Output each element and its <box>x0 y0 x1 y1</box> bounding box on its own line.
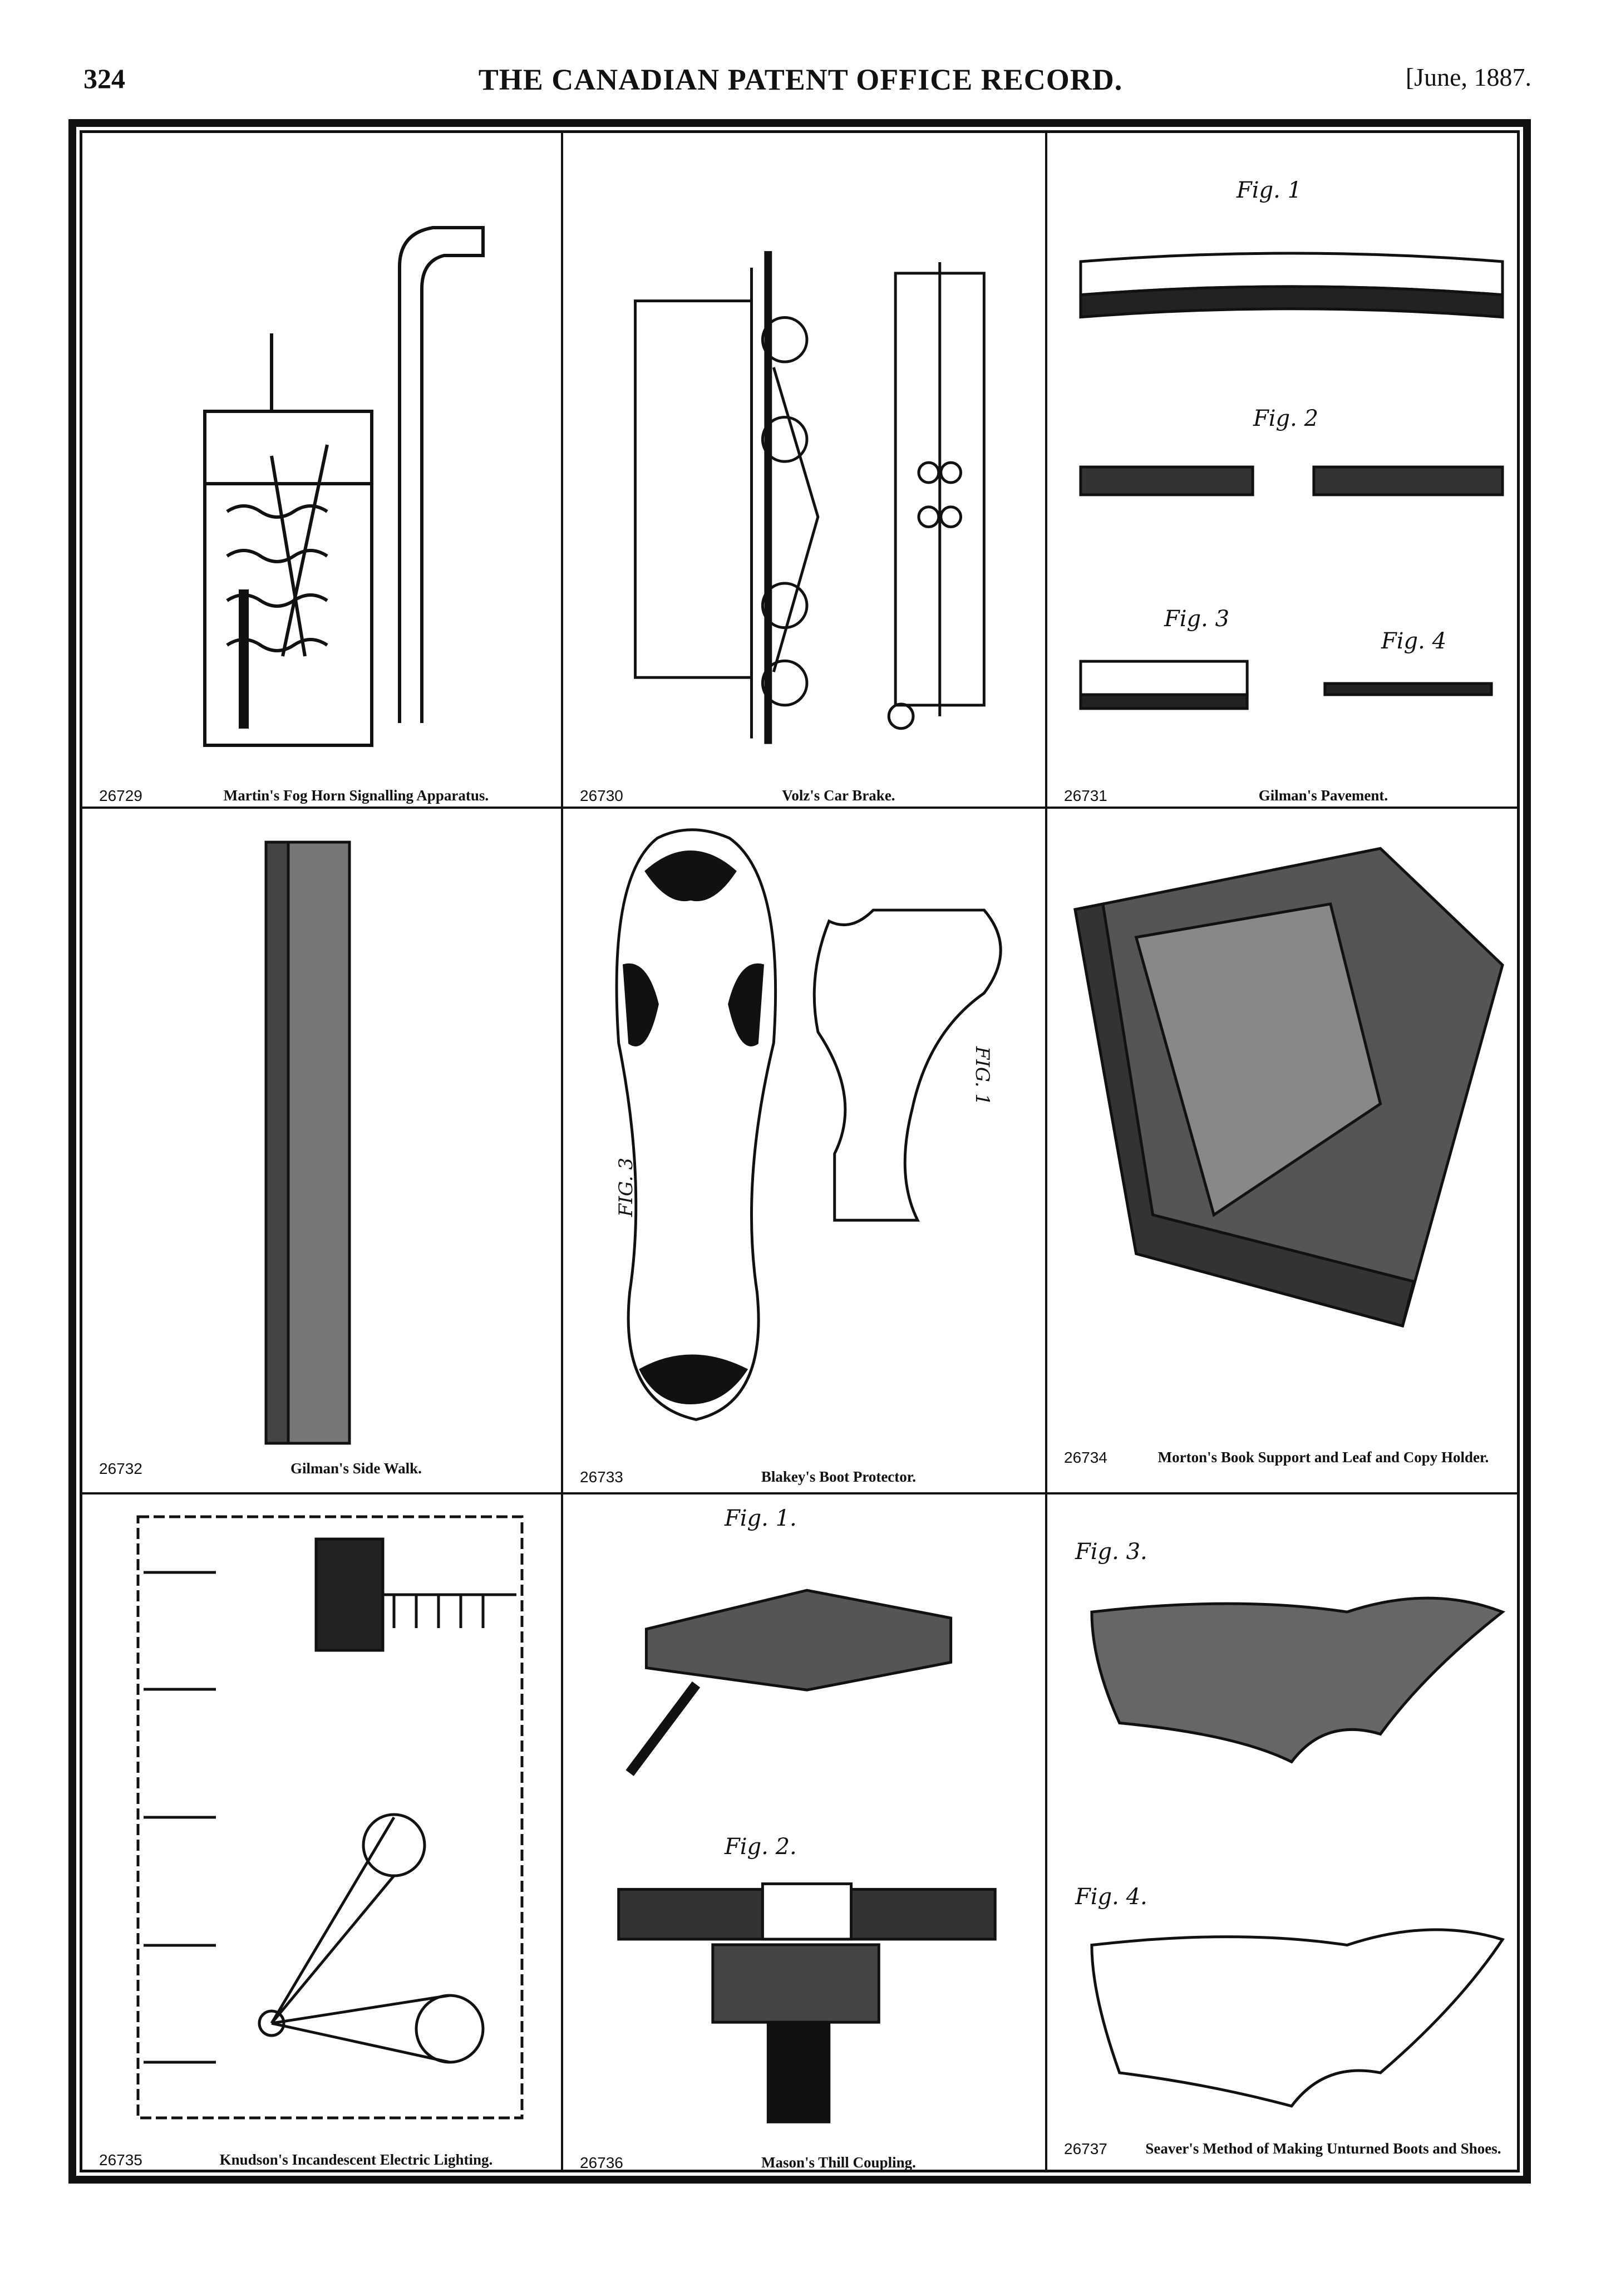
patent-grid-frame: 26729 Martin's Fog Horn Signalling Appara… <box>68 119 1531 2184</box>
patent-title: Blakey's Boot Protector. <box>761 1468 917 1485</box>
patent-cell-26729: 26729 Martin's Fog Horn Signalling Appara… <box>82 133 561 807</box>
patent-number: 26737 <box>1064 2140 1107 2157</box>
patent-title: Morton's Book Support and Leaf and Copy … <box>1157 1449 1489 1466</box>
figure-label: FIG. 1 <box>971 1046 994 1106</box>
patent-cell-26736: Fig. 1. Fig. 2. 26736 Mason's Thill Coupl… <box>563 1494 1045 2185</box>
patent-number: 26735 <box>99 2151 142 2169</box>
fog-horn-drawing <box>105 166 539 768</box>
patent-title: Seaver's Method of Making Unturned Boots… <box>1145 2140 1501 2157</box>
figure-label: Fig. 3 <box>1164 606 1230 632</box>
patent-title: Martin's Fog Horn Signalling Apparatus. <box>223 787 489 804</box>
car-brake-drawing <box>585 183 1023 773</box>
patent-cell-26735: 26735 Knudson's Incandescent Electric Lig… <box>82 1494 561 2185</box>
publication-title: THE CANADIAN PATENT OFFICE RECORD. <box>478 63 1123 96</box>
patent-number: 26734 <box>1064 1449 1107 1466</box>
patent-number: 26732 <box>99 1460 142 1477</box>
patent-number: 26729 <box>99 787 142 804</box>
book-support-drawing <box>1070 825 1508 1438</box>
patent-title: Volz's Car Brake. <box>782 787 895 804</box>
patent-title: Mason's Thill Coupling. <box>761 2154 916 2171</box>
figure-label: Fig. 2. <box>725 1834 797 1860</box>
patent-cell-26731: Fig. 1 Fig. 2 Fig. 3 Fig. 4 26731 Gilman'… <box>1047 133 1530 807</box>
issue-date: [June, 1887. <box>1405 63 1531 91</box>
figure-label: Fig. 3. <box>1075 1539 1147 1565</box>
patent-cell-26733: FIG. 3 FIG. 1 26733 Blakey's Boot Protect… <box>563 809 1045 1492</box>
patent-cell-26737: Fig. 3. Fig. 4. 26737 Seaver's Method of … <box>1047 1494 1530 2185</box>
patent-cell-26734: 26734 Morton's Book Support and Leaf and … <box>1047 809 1530 1492</box>
figure-label: FIG. 3 <box>615 1157 638 1217</box>
patent-number: 26733 <box>580 1468 623 1486</box>
figure-label: Fig. 1. <box>725 1506 797 1531</box>
figure-label: Fig. 1 <box>1237 178 1302 203</box>
patent-number: 26731 <box>1064 787 1107 804</box>
electric-lighting-drawing <box>105 1506 539 2140</box>
thill-coupling-drawing: Fig. 1. Fig. 2. <box>585 1506 1023 2140</box>
figure-label: Fig. 2 <box>1253 406 1319 431</box>
boot-protector-drawing: FIG. 3 FIG. 1 <box>585 820 1023 1449</box>
side-walk-drawing <box>105 831 539 1454</box>
figure-label: Fig. 4. <box>1075 1884 1147 1910</box>
patent-title: Gilman's Pavement. <box>1258 787 1388 804</box>
boot-method-drawing: Fig. 3. Fig. 4. <box>1070 1539 1508 2135</box>
figure-label: Fig. 4 <box>1381 628 1447 654</box>
page-number: 324 <box>83 63 125 94</box>
patent-cell-26732: 26732 Gilman's Side Walk. <box>82 809 561 1492</box>
patent-number: 26730 <box>580 787 623 804</box>
patent-number: 26736 <box>580 2154 623 2171</box>
pavement-drawing: Fig. 1 Fig. 2 Fig. 3 Fig. 4 <box>1070 166 1508 768</box>
patent-title: Knudson's Incandescent Electric Lighting… <box>219 2151 493 2168</box>
patent-cell-26730: 26730 Volz's Car Brake. <box>563 133 1045 807</box>
patent-title: Gilman's Side Walk. <box>290 1460 422 1477</box>
